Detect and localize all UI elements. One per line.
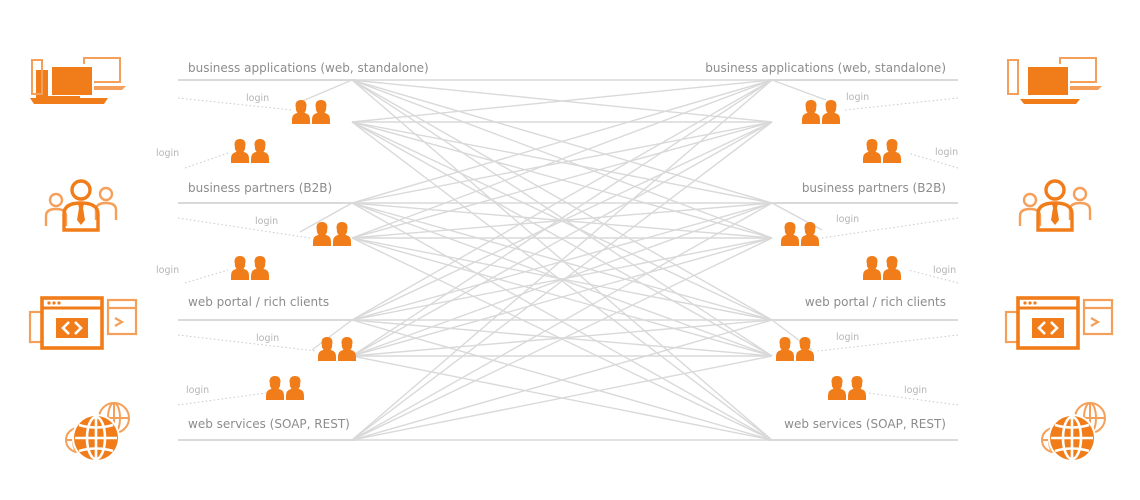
login-link [184, 269, 229, 284]
login-text: login [156, 265, 179, 276]
connection-line [351, 121, 773, 441]
login-text: login [255, 216, 278, 227]
globe-icon [1040, 401, 1107, 464]
login-link [907, 152, 959, 169]
login-text: login [256, 333, 279, 344]
connection-line [351, 202, 773, 321]
right-label-web-portal: web portal / rich clients [805, 295, 946, 309]
login-links [177, 97, 959, 406]
connection-line [351, 237, 773, 357]
connection-line [351, 121, 773, 357]
channel-rails [178, 79, 958, 441]
users-icon [781, 222, 819, 246]
connection-line [351, 319, 773, 357]
login-link [844, 97, 959, 111]
connection-line [351, 79, 773, 123]
login-text: login [846, 92, 869, 103]
connection-line [351, 79, 773, 239]
login-link [907, 269, 959, 284]
right-label-business-partners: business partners (B2B) [802, 181, 946, 195]
users-icon [292, 100, 330, 124]
left-label-web-services: web services (SOAP, REST) [188, 417, 350, 431]
users-icon [313, 222, 351, 246]
business-people-icon [1018, 179, 1092, 232]
connection-line [351, 121, 773, 239]
globe-icon [64, 401, 131, 464]
code-window-icon [28, 296, 138, 350]
login-text: login [935, 147, 958, 158]
login-text: login [904, 385, 927, 396]
users-icon [802, 100, 840, 124]
left-label-business-partners: business partners (B2B) [188, 181, 332, 195]
connection-line [311, 319, 353, 351]
users-icon [318, 337, 356, 361]
login-link [867, 392, 959, 406]
connection-line [351, 79, 773, 321]
connection-line [351, 237, 773, 441]
login-text: login [933, 265, 956, 276]
connection-line [299, 202, 353, 233]
right-label-web-services: web services (SOAP, REST) [784, 417, 946, 431]
left-label-web-portal: web portal / rich clients [188, 295, 329, 309]
login-link [177, 217, 311, 239]
connection-line [351, 202, 773, 441]
connection-line [351, 79, 773, 441]
connection-line [351, 202, 773, 357]
login-link [821, 217, 959, 239]
laptop-icon [30, 57, 126, 104]
login-link [177, 97, 293, 111]
users-icon [231, 139, 269, 163]
users-icon [266, 376, 304, 400]
users-icon [828, 376, 866, 400]
users-icon [863, 256, 901, 280]
login-text: login [836, 332, 859, 343]
right-label-business-applications: business applications (web, standalone) [705, 61, 946, 75]
code-window-icon [1004, 296, 1114, 350]
login-text: login [246, 93, 269, 104]
login-text: login [186, 385, 209, 396]
users-icon [863, 139, 901, 163]
connection-line [351, 79, 773, 204]
login-link [177, 392, 267, 406]
connection-line [299, 79, 353, 103]
login-link [177, 334, 317, 352]
login-link [817, 334, 959, 352]
connection-line [351, 319, 773, 441]
business-people-icon [44, 179, 118, 232]
laptop-icon [1007, 57, 1102, 104]
left-label-business-applications: business applications (web, standalone) [188, 61, 429, 75]
login-link [184, 152, 229, 169]
connection-line [351, 121, 773, 204]
connection-line [351, 355, 773, 441]
connection-line [351, 79, 773, 357]
users-icon [231, 256, 269, 280]
users-icon [776, 337, 814, 361]
login-text: login [836, 214, 859, 225]
connection-mesh [299, 79, 827, 441]
connection-line [771, 79, 827, 101]
login-text: login [156, 148, 179, 159]
connection-line [351, 121, 773, 321]
